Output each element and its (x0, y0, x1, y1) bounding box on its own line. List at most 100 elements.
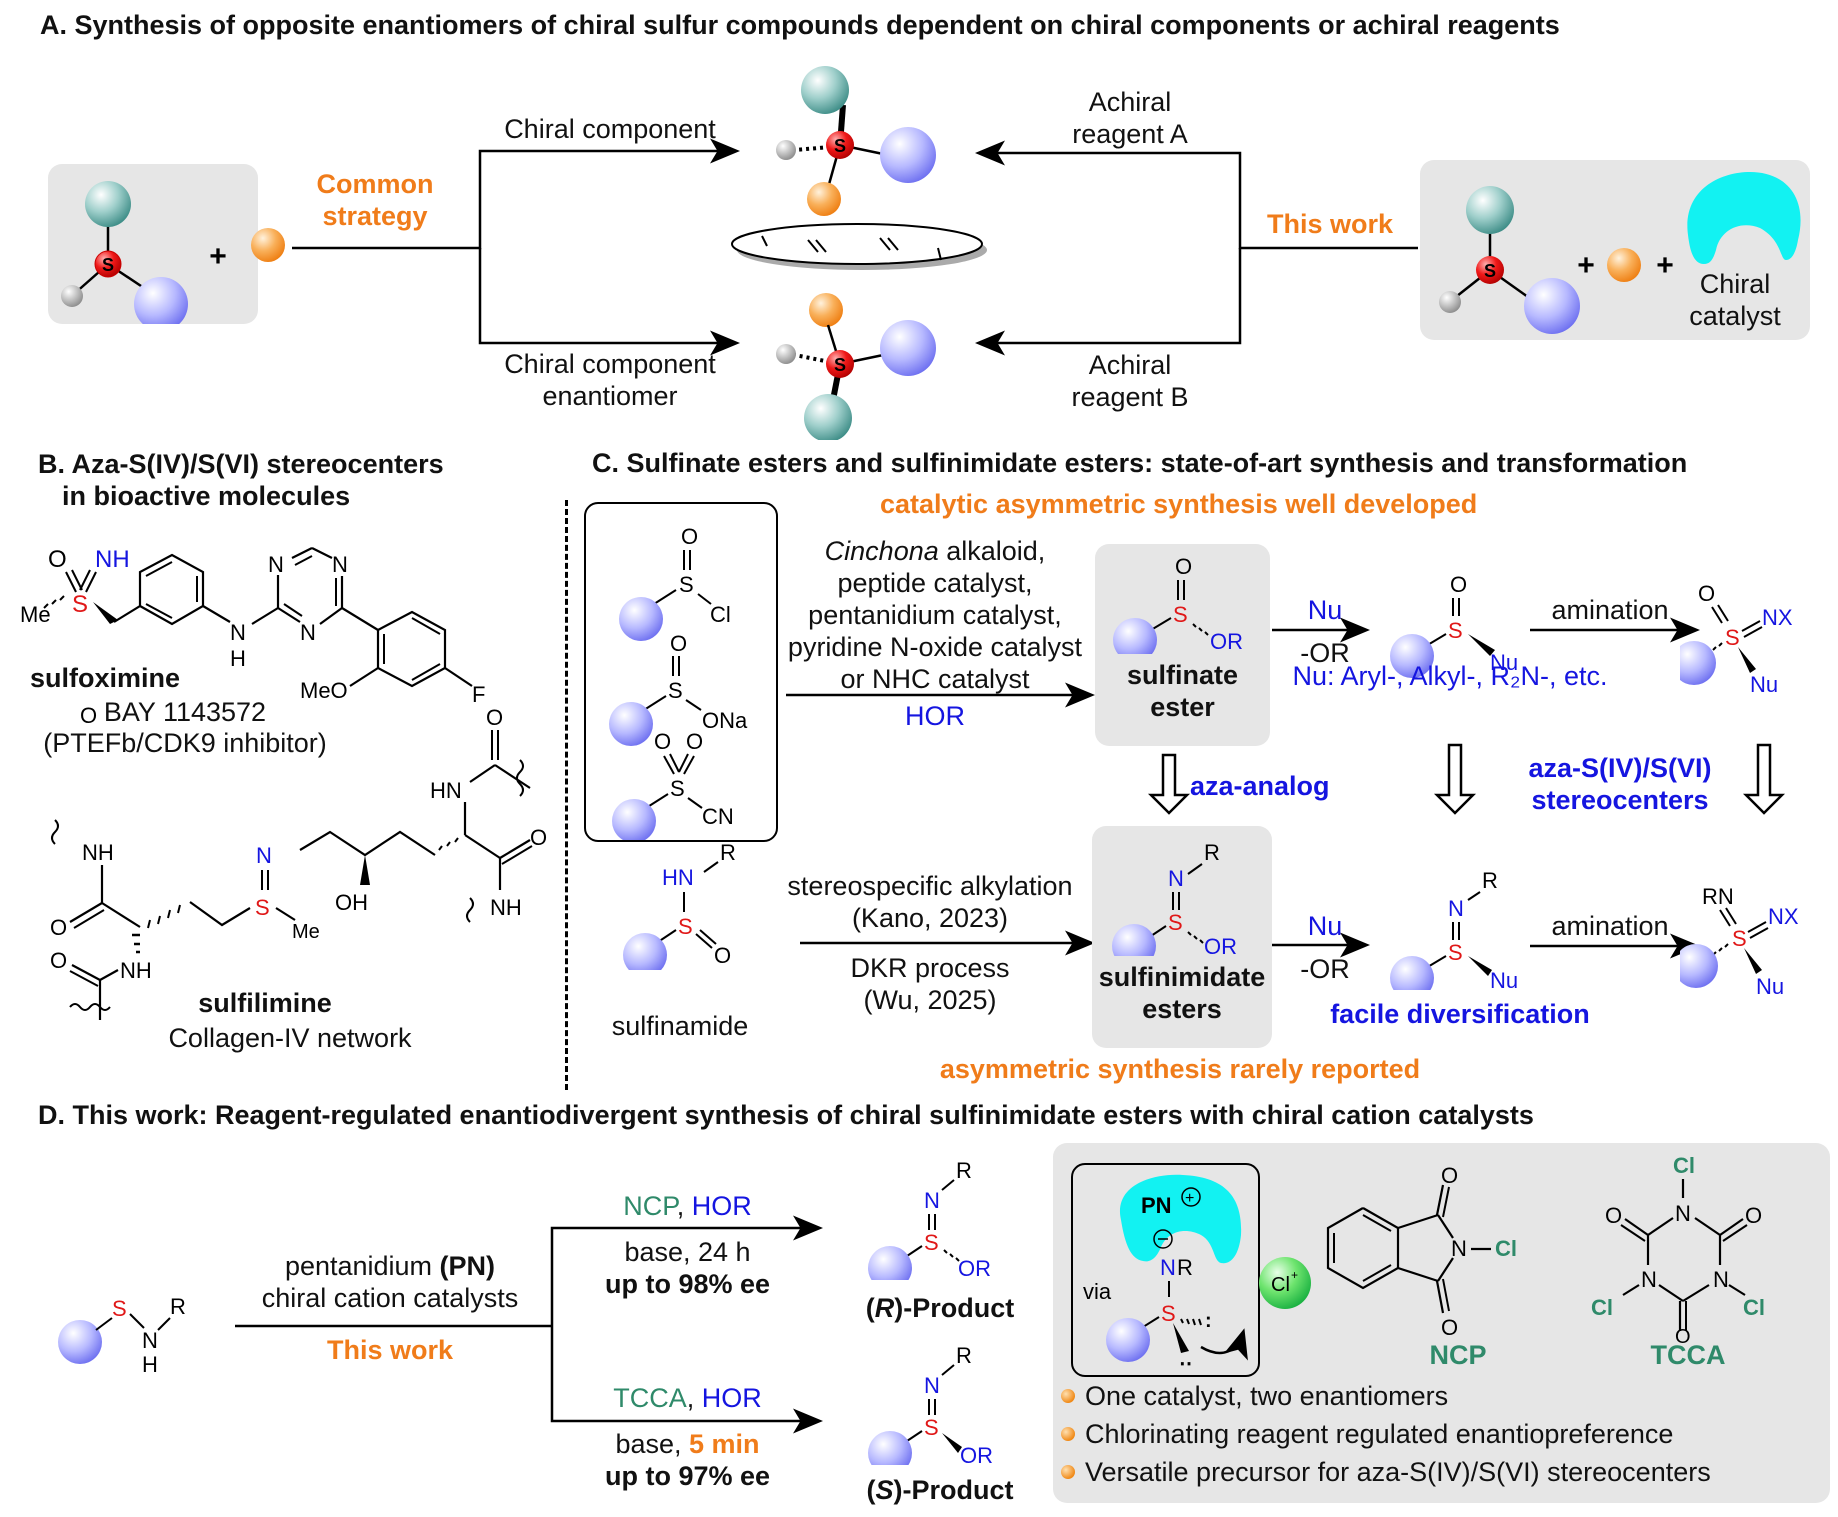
svg-text:ONa: ONa (702, 708, 748, 733)
svg-text:N: N (230, 620, 246, 645)
svg-text:N: N (924, 1373, 940, 1398)
svg-text:RN: RN (1702, 884, 1734, 909)
svg-text:+: + (1577, 249, 1595, 282)
svg-text:O: O (1441, 1315, 1458, 1340)
ncp-ee-label: up to 98% ee (604, 1269, 771, 1299)
svg-text:S: S (834, 136, 846, 156)
svg-text:N: N (924, 1188, 940, 1213)
svg-text:NH: NH (95, 546, 130, 573)
svg-text:N: N (332, 552, 348, 577)
svg-text:S: S (1173, 602, 1188, 627)
reagent-ball-icon (251, 228, 285, 262)
this-work-label-d: This work (326, 1335, 454, 1365)
r-product-structure: R N S OR (868, 1158, 991, 1280)
svg-text:OH: OH (335, 890, 368, 915)
svg-text:O: O (1745, 1203, 1762, 1228)
svg-text:S: S (1725, 625, 1740, 650)
bullet-icon (1061, 1389, 1075, 1403)
svg-text:OR: OR (1210, 629, 1243, 654)
svg-text:O: O (80, 703, 97, 728)
catalyst-list: Cinchona alkaloid, peptide catalyst, pen… (787, 536, 1083, 694)
sulfonimidamide-product-structure: RN S NX Nu (1680, 884, 1799, 999)
svg-text:Cl: Cl (710, 602, 731, 627)
svg-text:N: N (1160, 1255, 1176, 1280)
svg-text:N: N (1675, 1201, 1691, 1226)
svg-text:Cl: Cl (1673, 1153, 1695, 1178)
svg-text:N: N (300, 620, 316, 645)
svg-text:O: O (714, 943, 731, 968)
svg-text:Nu: Nu (1756, 974, 1784, 999)
bay-1143572-structure: O NH S Me N H N N N MeO F (20, 546, 485, 707)
drug-name-label: BAY 1143572 (103, 697, 267, 727)
svg-text:S: S (668, 678, 683, 703)
svg-text:Cl: Cl (1591, 1295, 1613, 1320)
s-product-label: (S)-Product (866, 1475, 1014, 1505)
svg-text:N: N (1641, 1267, 1657, 1292)
aza-stereocenters-label: aza-S(IV)/S(VI)stereocenters (1528, 753, 1712, 815)
svg-text:HN: HN (662, 865, 694, 890)
svg-text::: : (1205, 1310, 1212, 1332)
svg-text:S: S (670, 776, 685, 801)
svg-text:R: R (1177, 1255, 1193, 1280)
svg-text:S: S (255, 895, 270, 920)
svg-text:HN: HN (430, 778, 462, 803)
svg-text:O: O (686, 729, 703, 754)
feature-list: One catalyst, two enantiomers Chlorinati… (1061, 1377, 1711, 1491)
catalytic-system-model-icon: S + + (1439, 172, 1801, 334)
enantiomer-pair-model-icon: S S (731, 66, 987, 440)
svg-text:F: F (472, 682, 485, 707)
svg-text:O: O (486, 705, 503, 730)
svg-text:O: O (670, 631, 687, 656)
well-developed-note: catalytic asymmetric synthesis well deve… (880, 489, 1478, 519)
svg-text:S: S (834, 355, 846, 375)
svg-text:O: O (1441, 1163, 1458, 1188)
svg-text:NH: NH (120, 958, 152, 983)
ncp-structure: N Cl O O (1326, 1163, 1517, 1340)
svg-text:S: S (678, 914, 693, 939)
svg-text:NX: NX (1762, 605, 1793, 630)
svg-text:Cl: Cl (1743, 1295, 1765, 1320)
svg-text:O: O (1698, 581, 1715, 606)
amination-label-c1: amination (1551, 595, 1669, 625)
tcca-ee-label: up to 97% ee (604, 1461, 771, 1491)
svg-text:R: R (956, 1158, 972, 1183)
tcca-structure: Cl N O O N N O Cl Cl (1591, 1153, 1765, 1343)
panel-d-arrows (235, 1215, 823, 1434)
svg-text:NH: NH (82, 840, 114, 865)
svg-text:N: N (142, 1328, 158, 1353)
svg-text:S: S (924, 1415, 939, 1440)
svg-text:O: O (1675, 1326, 1691, 1343)
panel-divider (565, 500, 568, 1090)
aza-analog-label: aza-analog (1190, 771, 1330, 801)
svg-text:+: + (209, 240, 227, 273)
ncp-conditions-reagents: NCP, HOR (623, 1191, 752, 1221)
svg-text:S: S (1732, 926, 1747, 951)
bullet-icon (1061, 1427, 1075, 1441)
svg-text:O: O (1605, 1203, 1622, 1228)
svg-text:S: S (679, 572, 694, 597)
svg-text:R: R (1204, 840, 1220, 865)
collagen-sulfilimine-structure: O O HN O NH OH N S Me O NH NH O (50, 703, 547, 1020)
svg-text:N: N (268, 552, 284, 577)
svg-text:OR: OR (958, 1256, 991, 1280)
svg-text:H: H (230, 646, 246, 671)
nu-scope-label: Nu: Aryl-, Alkyl-, R₂N-, etc. (1292, 661, 1608, 691)
chiral-component-label: Chiral component (504, 114, 716, 144)
svg-text:N: N (1168, 866, 1184, 891)
svg-text:S: S (1161, 1301, 1176, 1326)
route-wu: DKR process(Wu, 2025) (850, 953, 1010, 1015)
svg-text:O: O (681, 524, 698, 549)
feature-item: Chlorinating reagent regulated enantiopr… (1061, 1415, 1711, 1453)
svg-text:S: S (924, 1230, 939, 1255)
panel-a-arrows (292, 138, 1418, 356)
svg-text:PN: PN (1141, 1193, 1172, 1218)
